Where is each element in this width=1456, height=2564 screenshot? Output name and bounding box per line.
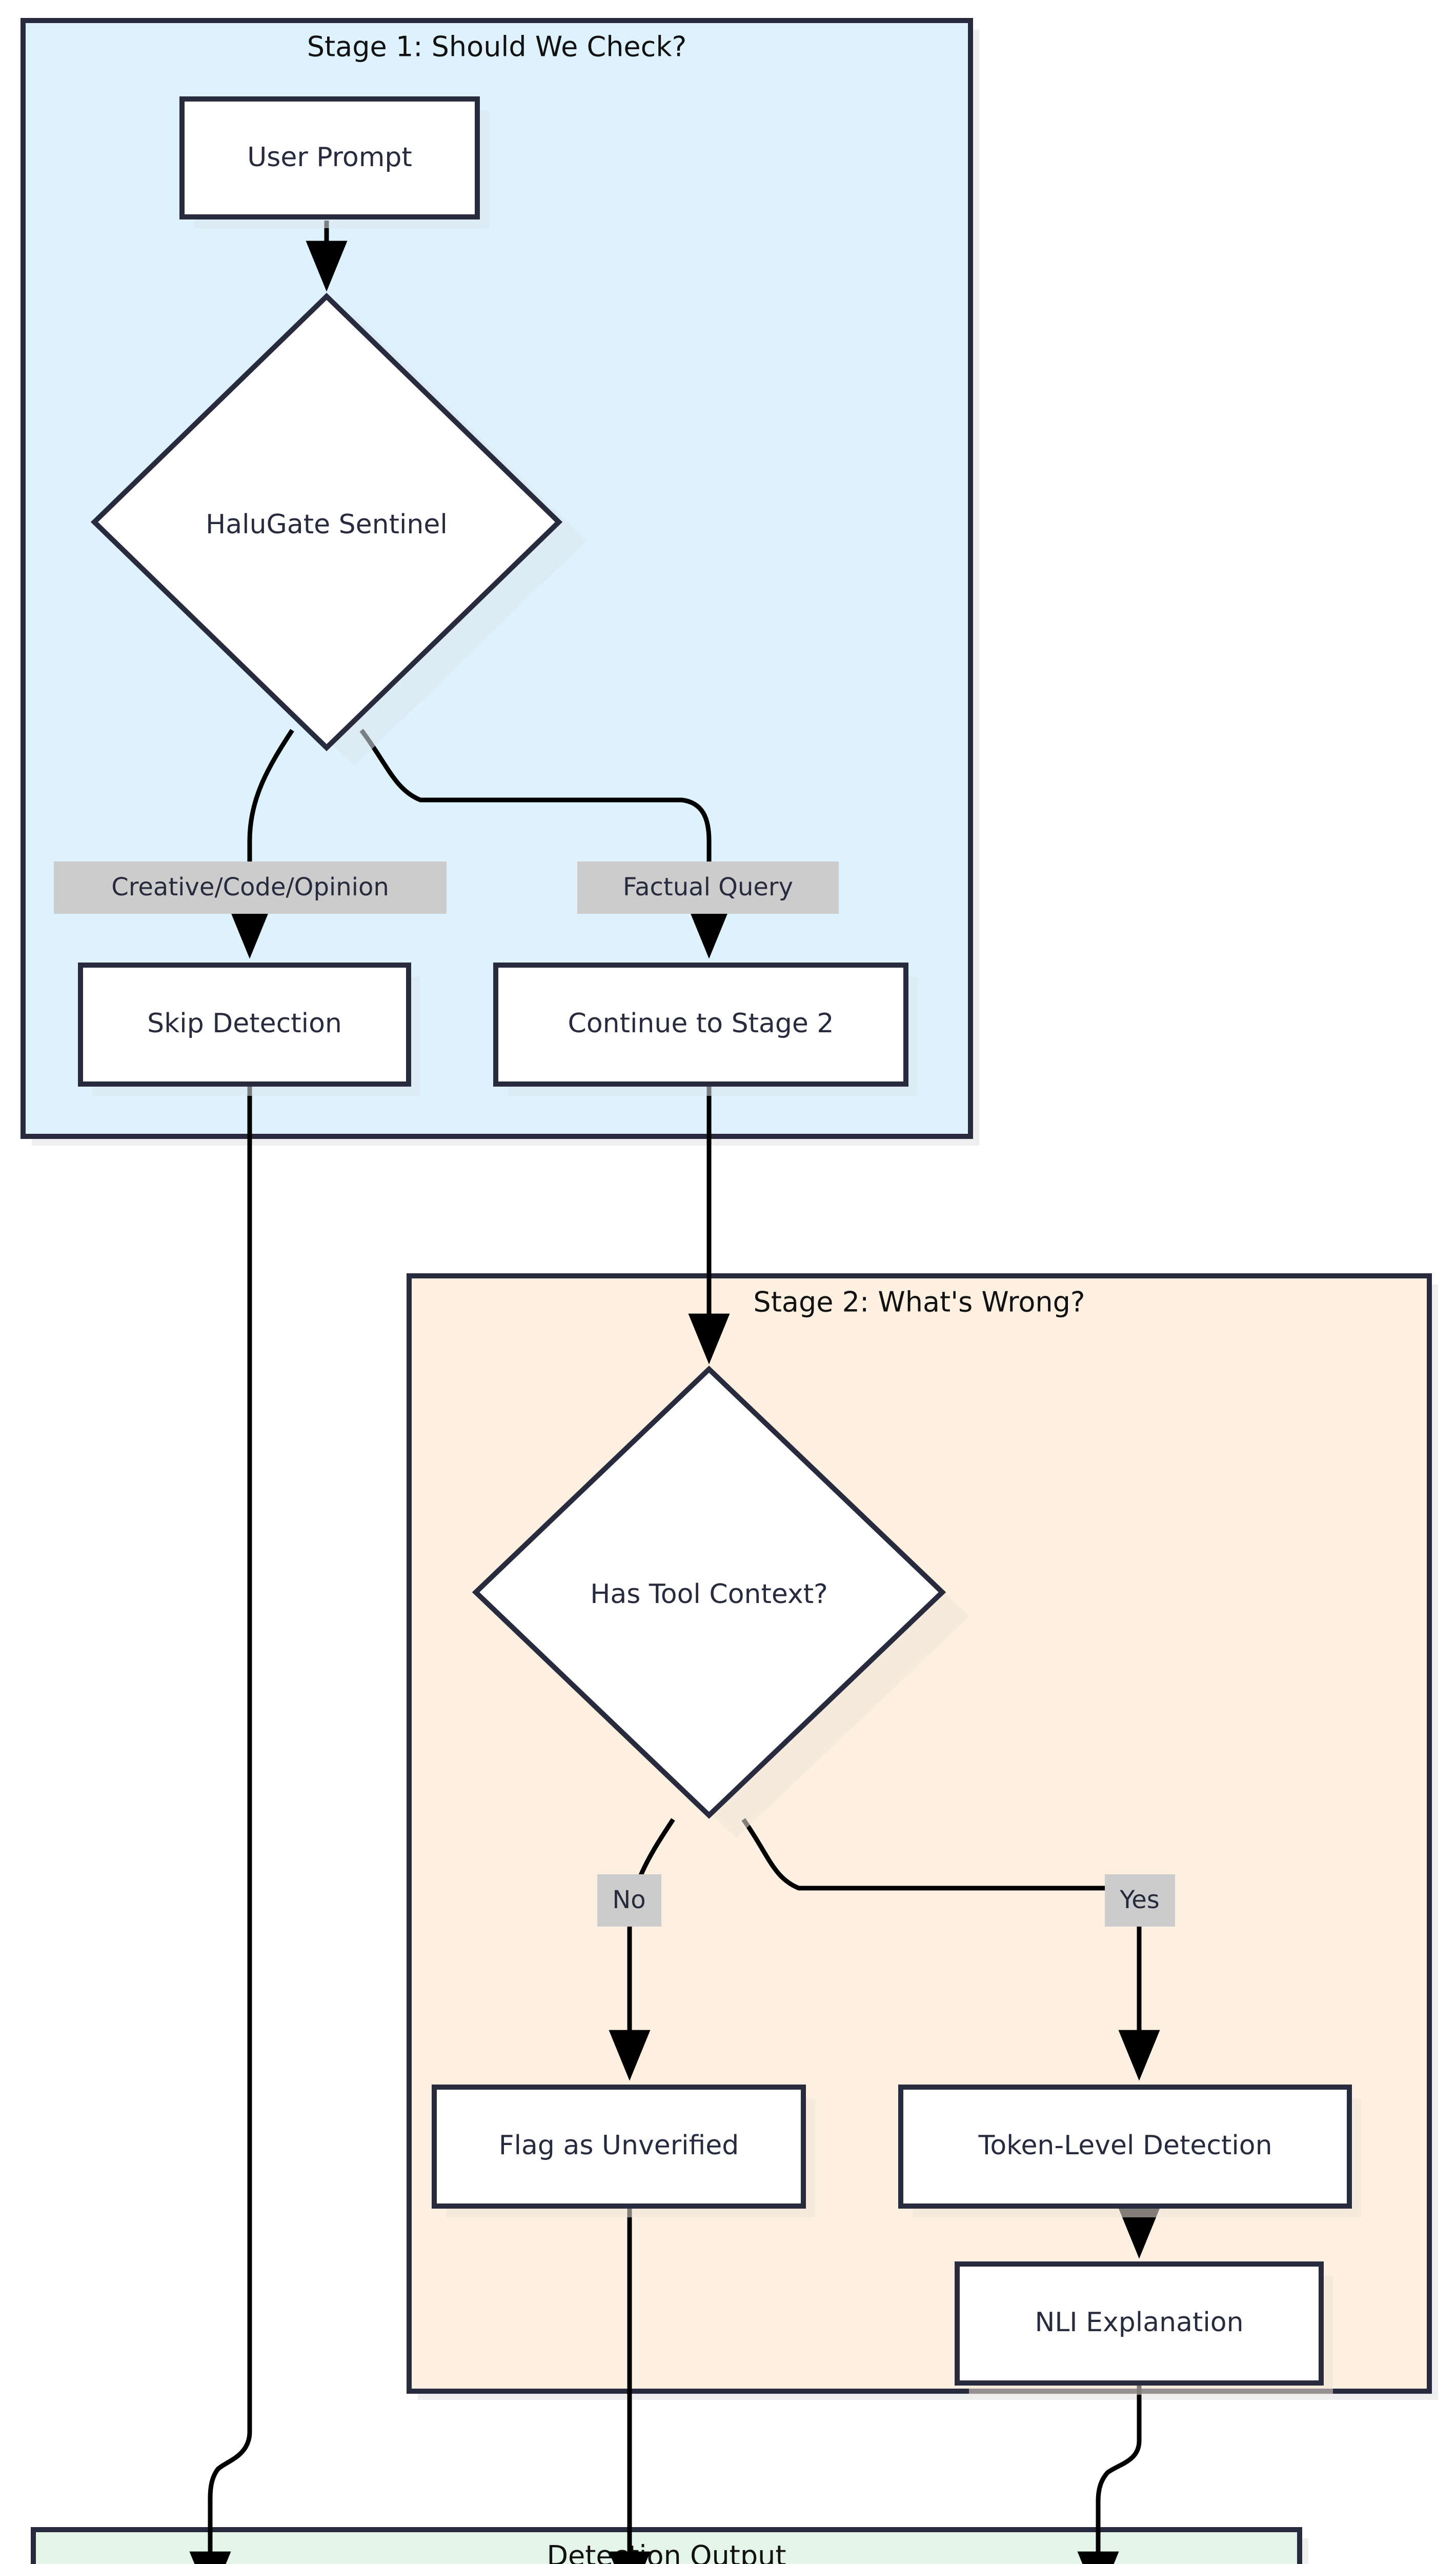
node-continue-to-stage2[interactable]: Continue to Stage 2 [493, 963, 918, 1096]
continue-stage2-box[interactable] [493, 963, 908, 1087]
halugate-sentinel-diamond[interactable] [90, 293, 563, 751]
has-tool-context-diamond[interactable] [472, 1366, 946, 1819]
edge-nli-to-detailed-report [1077, 2383, 1142, 2564]
user-prompt-label: User Prompt [247, 142, 412, 173]
flag-unverified-box[interactable] [432, 2085, 806, 2209]
edge-label-factual-query: Factual Query [577, 862, 839, 914]
user-prompt-box[interactable] [179, 96, 480, 219]
node-user-prompt[interactable]: User Prompt [179, 96, 489, 228]
edge-label-factual-text: Factual Query [623, 873, 793, 902]
edge-label-creative-text: Creative/Code/Opinion [111, 873, 389, 902]
edge-label-yes-bg [1105, 1874, 1175, 1927]
edge-label-no: No [597, 1874, 661, 1927]
edge-label-no-bg [597, 1874, 661, 1927]
node-flag-as-unverified[interactable]: Flag as Unverified [432, 2085, 815, 2217]
token-level-label: Token-Level Detection [978, 2130, 1272, 2161]
node-skip-detection[interactable]: Skip Detection [78, 963, 420, 1096]
skip-detection-box[interactable] [78, 963, 411, 1087]
stage1-title: Stage 1: Should We Check? [307, 31, 687, 63]
subgraph-stage2: Stage 2: What's Wrong? [407, 1273, 1438, 2400]
node-token-level-detection[interactable]: Token-Level Detection [898, 2085, 1361, 2217]
stage2-panel [407, 1273, 1432, 2394]
node-halugate-sentinel[interactable]: HaluGate Sentinel [90, 293, 587, 766]
output-title: Detection Output [547, 2540, 786, 2564]
edge-label-creative-code-opinion: Creative/Code/Opinion [54, 862, 447, 914]
edge-skip-detection-to-pass-through [189, 1083, 252, 2564]
node-has-tool-context[interactable]: Has Tool Context? [472, 1366, 969, 1838]
continue-stage2-label: Continue to Stage 2 [568, 1008, 834, 1039]
token-level-box[interactable] [898, 2085, 1352, 2209]
subgraph-output: Detection Output [31, 2527, 1308, 2564]
edge-label-yes-text: Yes [1119, 1886, 1159, 1914]
stage2-title: Stage 2: What's Wrong? [753, 1286, 1085, 1318]
node-nli-explanation[interactable]: NLI Explanation [955, 2261, 1333, 2395]
edge-label-factual-bg [577, 862, 839, 914]
edge-sentinel-to-skip-detection [229, 729, 294, 959]
edge-label-yes: Yes [1105, 1874, 1175, 1927]
nli-explanation-box[interactable] [955, 2261, 1324, 2386]
skip-detection-label: Skip Detection [147, 1008, 342, 1039]
edge-label-no-text: No [612, 1886, 645, 1914]
halugate-sentinel-label: HaluGate Sentinel [206, 509, 448, 540]
has-tool-context-label: Has Tool Context? [590, 1579, 827, 1610]
nli-explanation-label: NLI Explanation [1035, 2307, 1243, 2338]
edge-sentinel-to-continue [359, 729, 730, 959]
flag-unverified-label: Flag as Unverified [499, 2130, 739, 2161]
edge-label-creative-bg [54, 862, 447, 914]
